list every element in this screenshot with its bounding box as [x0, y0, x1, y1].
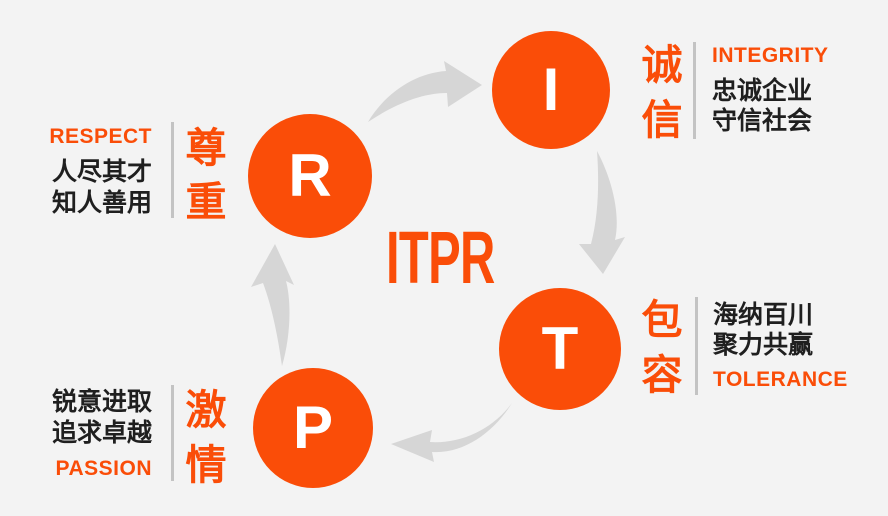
arrow-tolerance-to-passion-icon — [391, 403, 512, 462]
passion-cn-word: 激情 — [185, 387, 227, 488]
circle-letter-passion: P — [292, 394, 334, 461]
circle-integrity: I — [492, 31, 610, 149]
integrity-divider — [693, 42, 696, 139]
tolerance-en-word: TOLERANCE — [713, 368, 848, 391]
passion-text-block: 锐意进取 追求卓越 PASSION — [16, 387, 152, 481]
center-title: ITPR — [386, 216, 495, 299]
respect-en-word: RESPECT — [49, 125, 152, 148]
integrity-en-word: INTEGRITY — [712, 44, 829, 67]
circle-letter-tolerance: T — [541, 315, 579, 382]
integrity-text-block: INTEGRITY 忠诚企业 守信社会 — [712, 44, 829, 136]
respect-desc-line1: 人尽其才 — [51, 158, 152, 186]
respect-cn-word: 尊重 — [185, 125, 227, 225]
passion-desc-line1: 锐意进取 — [51, 388, 152, 416]
integrity-cn-word: 诚信 — [641, 42, 683, 143]
arrow-integrity-to-tolerance-icon — [579, 151, 625, 274]
tolerance-divider — [695, 297, 698, 395]
passion-desc-line2: 追求卓越 — [51, 419, 152, 447]
circle-respect: R — [248, 114, 372, 238]
tolerance-desc-line2: 聚力共赢 — [713, 331, 814, 359]
circle-letter-integrity: I — [542, 56, 560, 123]
passion-en-word: PASSION — [55, 457, 152, 480]
passion-divider — [171, 385, 174, 481]
tolerance-cn-word: 包容 — [641, 297, 683, 398]
integrity-desc-line1: 忠诚企业 — [712, 77, 813, 105]
circle-tolerance: T — [499, 288, 621, 410]
respect-desc-line2: 知人善用 — [51, 189, 152, 217]
respect-text-block: RESPECT 人尽其才 知人善用 — [16, 125, 152, 219]
tolerance-text-block: 海纳百川 聚力共赢 TOLERANCE — [713, 300, 848, 392]
arrow-respect-to-integrity-icon — [368, 61, 482, 122]
respect-divider — [171, 122, 174, 218]
circle-letter-respect: R — [288, 142, 332, 209]
tolerance-desc-line1: 海纳百川 — [713, 301, 814, 329]
circle-passion: P — [253, 368, 373, 488]
arrow-passion-to-respect-icon — [251, 244, 294, 366]
integrity-desc-line2: 守信社会 — [712, 107, 813, 135]
